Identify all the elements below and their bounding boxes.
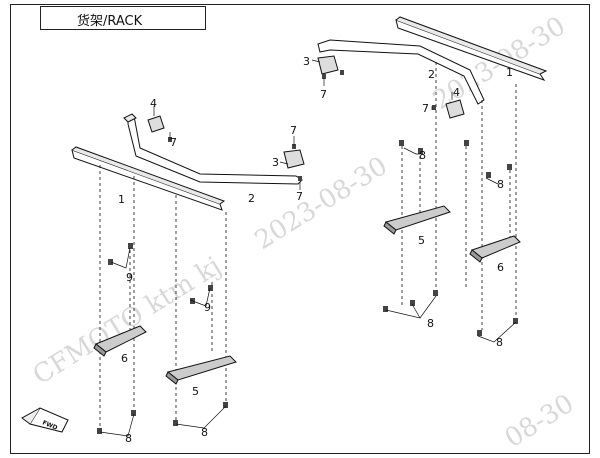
left-side-rail-top bbox=[71, 146, 226, 205]
callout-clamp-left: 4 bbox=[150, 97, 157, 110]
diagram-title: 货架/RACK bbox=[77, 14, 143, 29]
callout-plate-right-6: 6 bbox=[497, 261, 504, 274]
watermark-date-corner: 08-30 bbox=[500, 389, 579, 454]
callout-plate-right-5: 5 bbox=[418, 234, 425, 247]
callout-bracket-right: 3 bbox=[303, 55, 310, 68]
callout-right-rail-1: 1 bbox=[506, 66, 513, 79]
callout-bolt-left-lower: 7 bbox=[296, 190, 303, 203]
right-rack-assembly bbox=[311, 16, 548, 343]
callout-bolt-right-clamp: 7 bbox=[422, 102, 429, 115]
callout-plate-left-6: 6 bbox=[121, 352, 128, 365]
left-bracket bbox=[283, 149, 305, 169]
diagram-frame bbox=[10, 4, 590, 454]
right-bracket bbox=[317, 55, 339, 75]
right-leader-lines bbox=[401, 62, 517, 330]
callout-plate-left-5: 5 bbox=[192, 385, 199, 398]
callout-right-rail-2: 2 bbox=[428, 68, 435, 81]
callout-clamp-right: 4 bbox=[453, 86, 460, 99]
right-mount-plate-a bbox=[384, 205, 451, 231]
callout-nut-left-bottom-a: 8 bbox=[125, 432, 132, 445]
callout-left-rail-2: 2 bbox=[248, 192, 255, 205]
right-clamp bbox=[445, 99, 465, 119]
right-callout-leaders bbox=[311, 59, 517, 343]
callout-nut-right-top-a: 8 bbox=[419, 149, 426, 162]
watermark: CFMOTO ktm kj 2023-08-30 2023-08-30 08-3… bbox=[28, 11, 579, 454]
left-callout-leaders bbox=[99, 106, 301, 437]
callout-bolt-left-top: 7 bbox=[170, 136, 177, 149]
right-mount-plate-b bbox=[470, 235, 521, 259]
left-clamp bbox=[147, 115, 165, 133]
title-box: 货架/RACK bbox=[40, 6, 206, 30]
left-rack-assembly bbox=[71, 106, 305, 437]
callout-nut-right-bottom-b: 8 bbox=[496, 336, 503, 349]
right-side-rail-top bbox=[395, 16, 548, 75]
callout-nut-right-top-b: 8 bbox=[497, 178, 504, 191]
callout-nut-right-bottom-a: 8 bbox=[427, 317, 434, 330]
callout-bolt-right-bracket: 7 bbox=[320, 88, 327, 101]
callout-nut9-left-a: 9 bbox=[126, 271, 133, 284]
callout-nut-left-bottom-b: 8 bbox=[201, 426, 208, 439]
callout-bolt-left-bracket: 7 bbox=[290, 124, 297, 137]
right-fasteners bbox=[322, 70, 518, 336]
left-main-rail-cap bbox=[123, 113, 137, 123]
callout-left-rail-1: 1 bbox=[118, 193, 125, 206]
callout-bracket-left: 3 bbox=[272, 156, 279, 169]
right-main-rail bbox=[317, 39, 485, 105]
callout-nut9-left-b: 9 bbox=[204, 301, 211, 314]
fwd-arrow: FWD bbox=[21, 407, 69, 433]
callout-numbers: 1 2 1 2 3 3 4 4 5 5 6 6 7 7 7 7 7 8 8 8 … bbox=[118, 55, 513, 445]
